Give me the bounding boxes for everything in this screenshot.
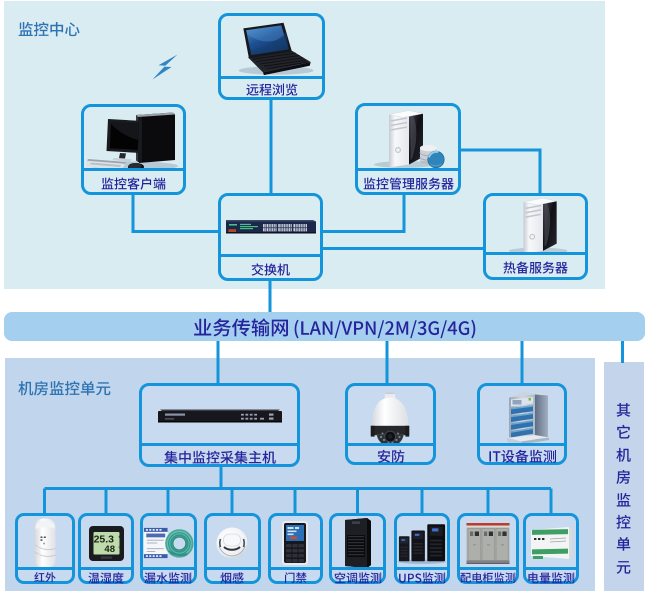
svg-text:C: C [118, 534, 121, 539]
svg-text:25.3: 25.3 [93, 533, 114, 545]
svg-text:48: 48 [104, 544, 115, 555]
svg-text:%: % [118, 545, 122, 550]
